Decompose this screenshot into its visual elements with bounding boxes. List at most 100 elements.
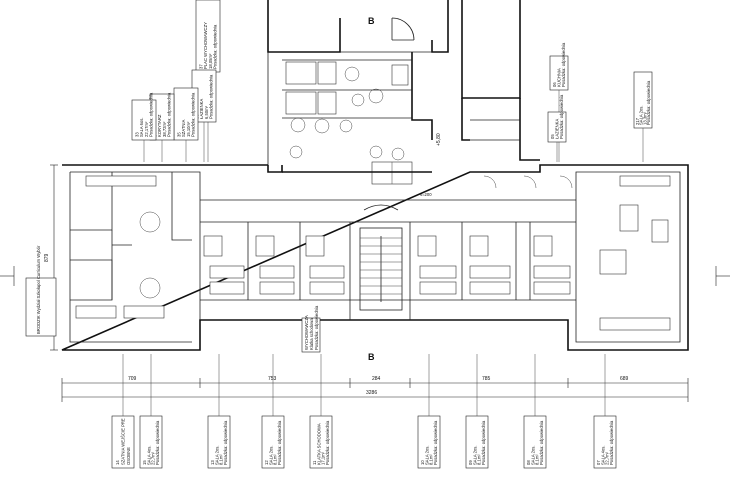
bottom-tag-11-text-1: KLATKA SCHODOWA <box>316 423 321 465</box>
top-tag-35-text-0: 35 <box>176 132 181 137</box>
dim-seg-3: 284 <box>372 376 381 382</box>
dim-vertical: 879 <box>44 253 50 262</box>
dim-total: 3286 <box>366 390 377 396</box>
top-tag-35-text-3: Posadzka: odpowiednia <box>191 92 196 137</box>
elevation-mark: +5,80 <box>436 133 442 146</box>
bottom-tag-10-text-3: Posadzka: odpowiednia <box>433 420 438 465</box>
bottom-tag-07-text-2: 22,7m² <box>605 451 610 465</box>
dim-seg-5: 689 <box>620 376 629 382</box>
section-mark-top: B <box>368 16 375 26</box>
corridor-label: BRODZIK Wydział Szkołapol Curriculum Wyb… <box>36 245 41 334</box>
bottom-tag-10-text-1: SALA 2os. <box>424 445 429 465</box>
bottom-tag-07-text-3: Posadzka: odpowiednia <box>609 420 614 465</box>
bottom-tag-11-text-3: Posadzka: odpowiednia <box>325 420 330 465</box>
north-wing <box>267 0 540 185</box>
center-note-1: WYCHOWAWCZA <box>304 315 309 350</box>
right-tag-06-text-0: 06 <box>552 82 557 87</box>
right-tag-217-text-0: 217 <box>635 117 640 125</box>
bottom-tag-09-text-1: SALA 2os. <box>472 445 477 465</box>
bottom-tag-10-text-0: 10 <box>420 460 425 465</box>
bottom-tag-13-text-0: 13 <box>210 460 215 465</box>
top-tag-36-text-1: ŁAZIENKA <box>199 99 204 119</box>
right-tag-06-text-1: KUCHNIA <box>557 68 562 87</box>
bottom-tag-12-text-0: 12 <box>264 460 269 465</box>
right-tag-217-text-3: Posadzka: odpowiednia <box>646 80 651 125</box>
bottom-tag-08-text-1: SALA 2os. <box>530 445 535 465</box>
dim-seg-1: 709 <box>128 376 137 382</box>
bottom-tag-13-text-1: SALA 2os. <box>214 445 219 465</box>
bottom-tag-13-text-2: 8,1m² <box>219 454 224 465</box>
top-tag-35-text-2: 15,10m² <box>186 121 191 137</box>
bottom-tag-07-text-1: SALA 4os. <box>600 445 605 465</box>
top-tag-37-text-0: 37 <box>198 64 203 69</box>
top-tag-33-text-1: SALA 6os. <box>139 117 144 137</box>
bottom-tag-09-text-2: 8,1m² <box>477 454 482 465</box>
bottom-tag-12-text-3: Posadzka: odpowiednia <box>277 420 282 465</box>
bottom-tag-10-text-2: 8,1m² <box>429 454 434 465</box>
right-tag-217-text-1: SALA 2os. <box>639 105 644 125</box>
staircase <box>359 204 403 311</box>
dim-seg-2: 753 <box>268 376 277 382</box>
dimension-lines <box>0 164 730 402</box>
main-building-walls <box>61 164 689 351</box>
bottom-tag-14-text-1: SZATNIA WEJŚCIE PRE <box>121 418 126 465</box>
top-tag-34-text-3: Posadzka: odpowiednia <box>167 92 172 137</box>
slope-note: s=200 <box>420 192 432 197</box>
bottom-tag-09-text-3: Posadzka: odpowiednia <box>481 420 486 465</box>
top-tag-33-text-2: 22,17m² <box>144 121 149 137</box>
center-note-3: Posadzka: odpowiednia <box>314 305 319 350</box>
top-tag-34-text-1: KORYTARZ <box>157 114 162 137</box>
right-tag-05-text-2: Posadzka: odpowiednia <box>559 94 564 139</box>
bottom-tag-11-text-0: 11 <box>312 460 317 465</box>
top-tag-37-text-2: 18,05m² <box>208 53 213 69</box>
bottom-tag-15-text-2: 22,7m² <box>151 451 156 465</box>
top-tag-33-text-3: Posadzka: odpowiednia <box>149 92 154 137</box>
bottom-tag-14-text-0: 14 <box>115 460 120 465</box>
section-mark-bottom: B <box>368 352 375 362</box>
bottom-tag-12-text-1: SALA 2os. <box>268 445 273 465</box>
top-tag-37-text-1: PLAC WYCHOWAWCZY <box>203 22 208 69</box>
dim-seg-4: 785 <box>482 376 491 382</box>
bottom-tag-12-text-2: 8,1m² <box>273 454 278 465</box>
top-tag-36-text-3: Posadzka: odpowiednia <box>209 74 214 119</box>
top-tag-37-text-3: Posadzka: odpowiednia <box>213 24 218 69</box>
right-tag-217-text-2: 13,3m² <box>642 111 647 125</box>
bottom-tag-08-text-3: Posadzka: odpowiednia <box>539 420 544 465</box>
right-tag-05-text-0: 05 <box>550 134 555 139</box>
bottom-tag-13-text-3: Posadzka: odpowiednia <box>223 420 228 465</box>
right-tag-06-text-2: Posadzka: odpowiednia <box>561 42 566 87</box>
bottom-tag-07-text-0: 07 <box>596 460 601 465</box>
center-note-2: Klatka schodowa <box>309 318 314 350</box>
top-tag-33-text-0: 33 <box>134 132 139 137</box>
bottom-tag-15-text-3: Posadzka: odpowiednia <box>155 420 160 465</box>
top-tag-35-text-1: SZATNIA <box>181 119 186 137</box>
bottom-tag-09-text-0: 09 <box>468 460 473 465</box>
top-tag-36-text-2: 6,50m² <box>204 105 209 119</box>
bottom-tag-08-text-2: 8,1m² <box>535 454 540 465</box>
bottom-tag-11-text-2: 17,1m² <box>321 451 326 465</box>
bottom-tag-15-text-1: SALA 4os. <box>146 445 151 465</box>
bottom-tag-14-text-2: OSOBNE <box>126 447 131 465</box>
bottom-tag-08-text-0: 08 <box>526 460 531 465</box>
top-tag-34-text-2: 38,72m² <box>162 121 167 137</box>
bottom-tag-15-text-0: 15 <box>142 460 147 465</box>
